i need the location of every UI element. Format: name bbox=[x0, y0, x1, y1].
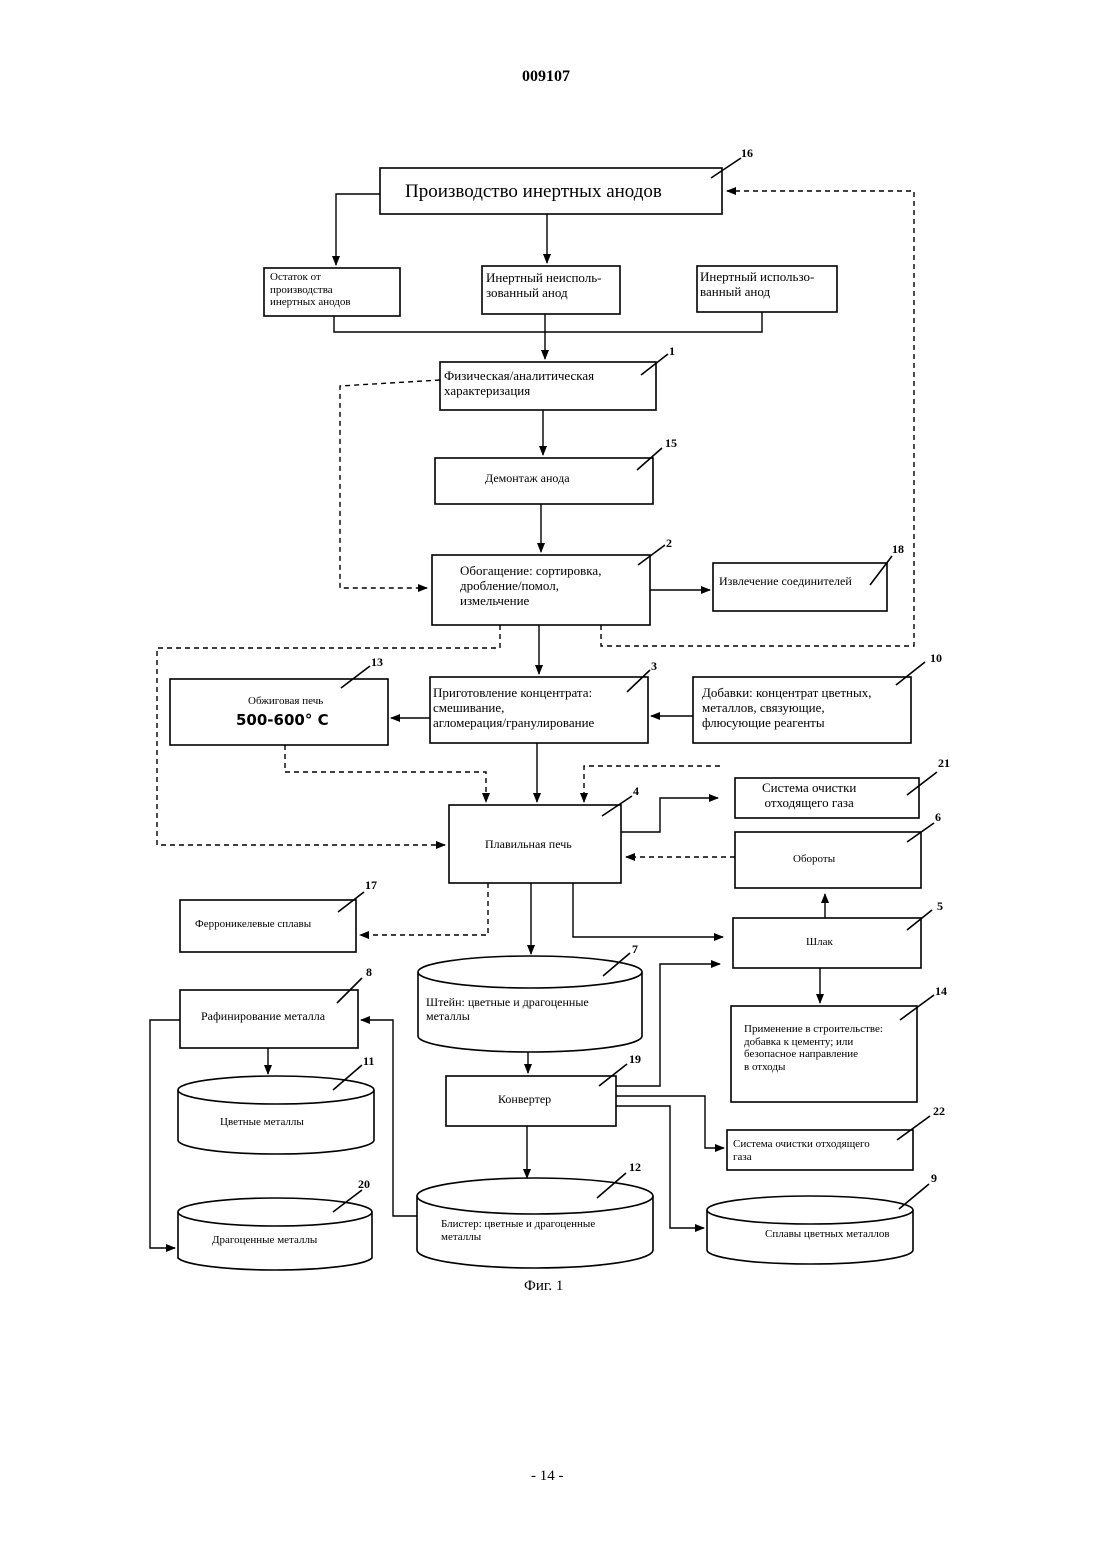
cylinder-20-top bbox=[178, 1198, 372, 1226]
ref-number-10: 10 bbox=[930, 651, 942, 666]
label-13: Обжиговая печь bbox=[248, 695, 323, 708]
dashed-1-to-2 bbox=[340, 380, 440, 588]
ref-number-19: 19 bbox=[629, 1052, 641, 1067]
label-5: Шлак bbox=[806, 936, 833, 949]
label-3: Приготовление концентрата: смешивание, а… bbox=[433, 686, 594, 731]
label-22: Система очистки отходящего газа bbox=[733, 1138, 870, 1163]
label-20: Драгоценные металлы bbox=[212, 1234, 317, 1247]
label-7: Штейн: цветные и драгоценные металлы bbox=[426, 996, 589, 1024]
ref-number-22: 22 bbox=[933, 1104, 945, 1119]
label-18: Извлечение соединителей bbox=[719, 575, 852, 589]
arrow-8-to-20 bbox=[150, 1020, 180, 1248]
ref-number-18: 18 bbox=[892, 542, 904, 557]
page-number: - 14 - bbox=[531, 1468, 564, 1485]
ref-number-21: 21 bbox=[938, 756, 950, 771]
ref-number-17: 17 bbox=[365, 878, 377, 893]
arrow-16-to-residue bbox=[336, 194, 380, 265]
dashed-4-to-17 bbox=[360, 883, 488, 935]
ref-number-14: 14 bbox=[935, 984, 947, 999]
dashed-10-to-4 bbox=[584, 766, 720, 802]
label-19: Конвертер bbox=[498, 1093, 551, 1107]
cylinder-9-top bbox=[707, 1196, 913, 1224]
label-1: Физическая/аналитическая характеризация bbox=[444, 369, 594, 399]
label-6: Обороты bbox=[793, 853, 835, 866]
ref-number-20: 20 bbox=[358, 1177, 370, 1192]
label-12: Блистер: цветные и драгоценные металлы bbox=[441, 1218, 595, 1243]
ref-number-2: 2 bbox=[666, 536, 672, 551]
ref-number-12: 12 bbox=[629, 1160, 641, 1175]
label-15: Демонтаж анода bbox=[485, 472, 570, 486]
label-21: Система очистки отходящего газа bbox=[762, 781, 856, 811]
label-used-anode: Инертный использо- ванный анод bbox=[700, 270, 814, 300]
ref-number-5: 5 bbox=[937, 899, 943, 914]
cylinder-12-top bbox=[417, 1178, 653, 1214]
ref-number-16: 16 bbox=[741, 146, 753, 161]
dashed-13-to-4 bbox=[285, 745, 486, 802]
label-13-temperature: 500-600° С bbox=[236, 712, 329, 729]
arrow-4-to-5 bbox=[573, 883, 723, 937]
ref-number-9: 9 bbox=[931, 1171, 937, 1186]
label-4: Плавильная печь bbox=[485, 838, 572, 852]
ref-number-6: 6 bbox=[935, 810, 941, 825]
label-9: Сплавы цветных металлов bbox=[765, 1228, 890, 1241]
figure-caption: Фиг. 1 bbox=[524, 1278, 563, 1295]
label-17: Ферроникелевые сплавы bbox=[195, 918, 311, 931]
ref-number-7: 7 bbox=[632, 942, 638, 957]
label-14: Применение в строительстве: добавка к це… bbox=[744, 1023, 883, 1074]
label-10: Добавки: концентрат цветных, металлов, с… bbox=[702, 686, 871, 731]
ref-number-15: 15 bbox=[665, 436, 677, 451]
label-8: Рафинирование металла bbox=[201, 1010, 325, 1024]
ref-number-11: 11 bbox=[363, 1054, 374, 1069]
arrow-4-to-21 bbox=[621, 798, 718, 832]
ref-number-4: 4 bbox=[633, 784, 639, 799]
label-11: Цветные металлы bbox=[220, 1116, 304, 1129]
label-2: Обогащение: сортировка, дробление/помол,… bbox=[460, 564, 601, 609]
leader-9 bbox=[899, 1184, 929, 1209]
ref-number-3: 3 bbox=[651, 659, 657, 674]
label-16: Производство инертных анодов bbox=[405, 181, 662, 203]
ref-number-13: 13 bbox=[371, 655, 383, 670]
ref-number-8: 8 bbox=[366, 965, 372, 980]
label-residue: Остаток от производства инертных анодов bbox=[270, 271, 351, 309]
label-unused-anode: Инертный неисполь- зованный анод bbox=[486, 271, 602, 301]
ref-number-1: 1 bbox=[669, 344, 675, 359]
